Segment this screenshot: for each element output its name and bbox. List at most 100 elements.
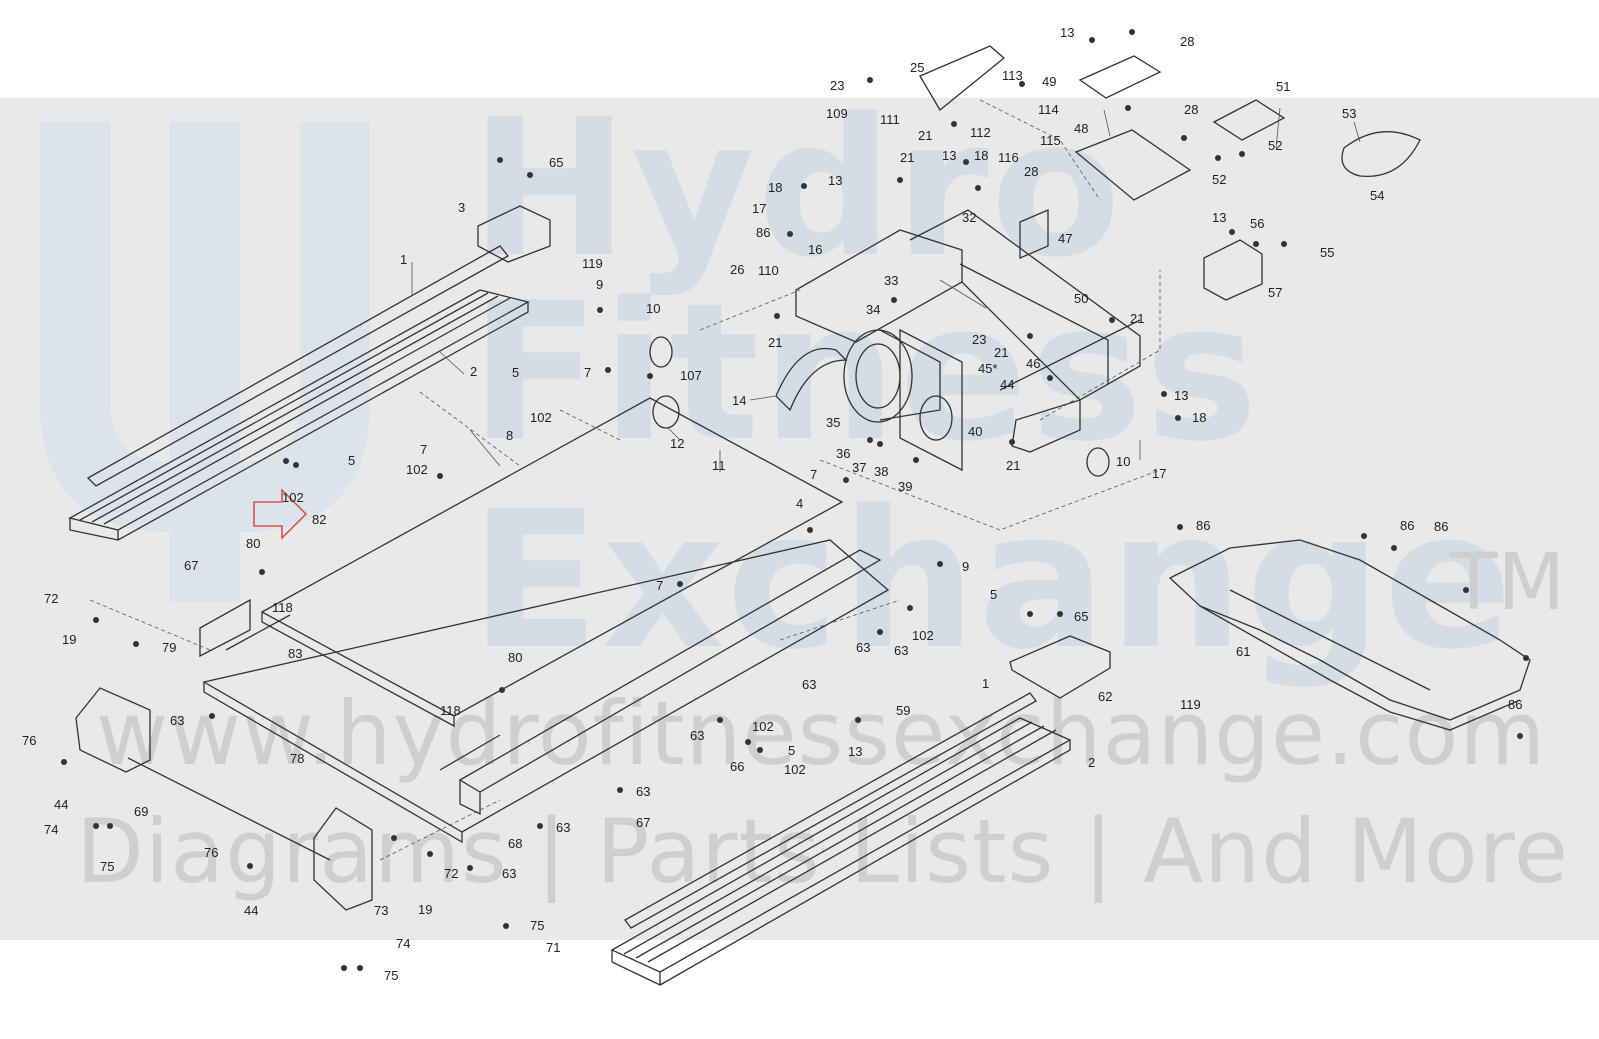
dashed-assembly-lines	[89, 99, 1161, 861]
callout-109: 109	[826, 106, 848, 121]
callout-86: 86	[1508, 697, 1522, 712]
callout-78: 78	[290, 751, 304, 766]
callout-68: 68	[508, 836, 522, 851]
callout-118: 118	[272, 600, 293, 615]
callout-13: 13	[1060, 25, 1074, 40]
callout-25: 25	[910, 60, 924, 75]
callout-107: 107	[680, 368, 702, 383]
callout-116: 116	[998, 150, 1019, 165]
callout-113: 113	[1002, 68, 1023, 83]
hardware-marks	[61, 29, 1529, 971]
callout-54: 54	[1370, 188, 1384, 203]
callout-63: 63	[894, 643, 908, 658]
motor-hood	[1168, 539, 1531, 731]
callout-17: 17	[1152, 466, 1166, 481]
callout-13: 13	[1174, 388, 1188, 403]
callout-9: 9	[962, 559, 969, 574]
motor-assembly	[775, 328, 963, 472]
callout-102: 102	[784, 762, 806, 777]
callout-1: 1	[400, 252, 407, 267]
callout-36: 36	[836, 446, 850, 461]
callout-45: 45*	[978, 361, 998, 376]
callout-119: 119	[1180, 697, 1201, 712]
callout-79: 79	[162, 640, 176, 655]
callout-labels: 13 28 25 23 113 49 114 109 111 21 112 11…	[22, 25, 1522, 983]
callout-14: 14	[732, 393, 746, 408]
callout-21: 21	[900, 150, 914, 165]
callout-86: 86	[756, 225, 770, 240]
side-shroud	[477, 205, 1111, 699]
callout-17: 17	[752, 201, 766, 216]
callout-59: 59	[896, 703, 910, 718]
callout-67: 67	[636, 815, 650, 830]
callout-63: 63	[636, 784, 650, 799]
callout-7: 7	[810, 467, 817, 482]
callout-46: 46	[1026, 356, 1040, 371]
callout-73: 73	[374, 903, 388, 918]
end-caps	[75, 687, 373, 911]
callout-63: 63	[170, 713, 184, 728]
callout-28: 28	[1024, 164, 1038, 179]
callout-61: 61	[1236, 644, 1250, 659]
callout-35: 35	[826, 415, 840, 430]
callout-21: 21	[918, 128, 932, 143]
callout-48: 48	[1074, 121, 1088, 136]
part-drawings	[61, 29, 1531, 987]
callout-57: 57	[1268, 285, 1282, 300]
callout-18: 18	[974, 148, 988, 163]
callout-65: 65	[549, 155, 563, 170]
callout-65: 65	[1074, 609, 1088, 624]
callout-63: 63	[502, 866, 516, 881]
callout-83: 83	[288, 646, 302, 661]
callout-23: 23	[830, 78, 844, 93]
callout-52: 52	[1212, 172, 1226, 187]
callout-38: 38	[874, 464, 888, 479]
callout-50: 50	[1074, 291, 1088, 306]
callout-13: 13	[848, 744, 862, 759]
callout-114: 114	[1038, 102, 1059, 117]
running-belt	[260, 397, 844, 728]
left-side-rail	[68, 245, 530, 541]
electronics-plates	[919, 45, 1421, 301]
callout-63: 63	[802, 677, 816, 692]
callout-67: 67	[184, 558, 198, 573]
callout-13: 13	[942, 148, 956, 163]
lower-frame	[199, 539, 890, 844]
callout-44: 44	[244, 903, 258, 918]
callout-115: 115	[1040, 133, 1061, 148]
callout-37: 37	[852, 460, 866, 475]
callout-5: 5	[348, 453, 355, 468]
right-side-rail	[610, 692, 1072, 987]
leader-lines	[411, 107, 1361, 472]
callout-7: 7	[420, 442, 427, 457]
callout-72: 72	[44, 591, 58, 606]
callout-23: 23	[972, 332, 986, 347]
callout-102: 102	[282, 490, 304, 505]
callout-112: 112	[970, 125, 991, 140]
callout-12: 12	[670, 436, 684, 451]
callout-53: 53	[1342, 106, 1356, 121]
callout-119: 119	[582, 256, 603, 271]
callout-55: 55	[1320, 245, 1334, 260]
callout-74: 74	[44, 822, 58, 837]
callout-44: 44	[1000, 377, 1014, 392]
callout-72: 72	[444, 866, 458, 881]
callout-63: 63	[690, 728, 704, 743]
upright-frame	[795, 209, 1141, 453]
callout-18: 18	[1192, 410, 1206, 425]
callout-10: 10	[1116, 454, 1130, 469]
callout-80: 80	[246, 536, 260, 551]
callout-86: 86	[1400, 518, 1414, 533]
callout-10: 10	[646, 301, 660, 316]
callout-49: 49	[1042, 74, 1056, 89]
callout-11: 11	[712, 458, 726, 473]
callout-33: 33	[884, 273, 898, 288]
rollers	[649, 336, 1110, 477]
callout-110: 110	[758, 263, 779, 278]
callout-51: 51	[1276, 79, 1290, 94]
callout-102: 102	[406, 462, 428, 477]
callout-19: 19	[418, 902, 432, 917]
callout-21: 21	[994, 345, 1008, 360]
callout-13: 13	[1212, 210, 1226, 225]
